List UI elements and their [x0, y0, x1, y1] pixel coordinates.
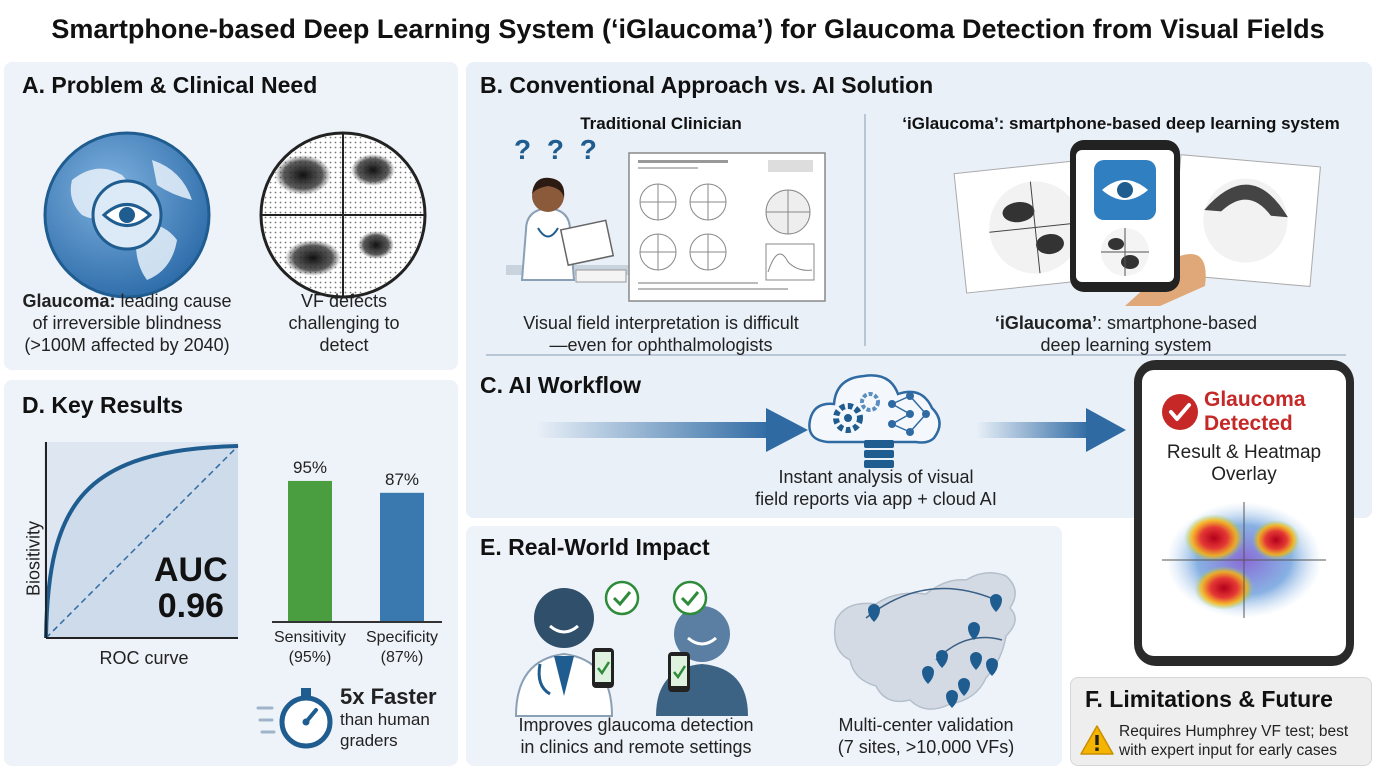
cloud-ai-icon	[808, 374, 941, 468]
bar-category-label: Specificity	[366, 629, 438, 646]
visual-field-defect-plot	[259, 131, 427, 299]
result-phone: Glaucoma Detected Result & Heatmap Overl…	[1134, 360, 1354, 666]
bar-sensitivity	[288, 480, 332, 622]
iglaucoma-title: ‘iGlaucoma’: smartphone-based deep learn…	[902, 114, 1340, 133]
page-title: Smartphone-based Deep Learning System (‘…	[51, 14, 1325, 44]
traditional-caption: Visual field interpretation is difficult…	[523, 313, 799, 355]
roc-y-axis-label: Biositivity	[23, 521, 44, 597]
heatmap-overlay	[1162, 502, 1326, 618]
doctor-patient-illustration	[514, 580, 748, 717]
clinician-illustration	[506, 177, 631, 283]
question-marks: ? ? ?	[514, 134, 601, 165]
panel-d-heading: D. Key Results	[22, 392, 184, 418]
bar-value-label: 95%	[293, 458, 327, 477]
panel-problem: A. Problem & Clinical Need	[4, 62, 458, 370]
stopwatch-icon	[256, 688, 333, 749]
bar-specificity	[380, 492, 424, 622]
panel-b-heading: B. Conventional Approach vs. AI Solution	[480, 72, 934, 98]
iglaucoma-caption: ‘iGlaucoma’: smartphone-based deep learn…	[994, 313, 1258, 355]
panel-a-heading: A. Problem & Clinical Need	[22, 72, 318, 98]
vertical-divider	[864, 114, 866, 346]
glaucoma-fact: Glaucoma: leading cause of irreversible …	[22, 291, 232, 355]
panel-c-heading: C. AI Workflow	[480, 372, 641, 398]
horizontal-divider	[486, 354, 1346, 356]
sensitivity-specificity-bar-chart: 95% Sensitivity (95%) 87% Specificity (87%)	[272, 458, 442, 666]
roc-curve-chart	[44, 442, 239, 639]
result-phone-screen: Glaucoma Detected Result & Heatmap Overl…	[1142, 370, 1346, 656]
impact-right-caption: Multi-center validation (7 sites, >10,00…	[837, 715, 1015, 757]
vf-defects-text: VF defects challenging to detect	[288, 291, 400, 355]
workflow-arrow-left	[536, 408, 808, 452]
bar-value-label: 87%	[385, 470, 419, 489]
warning-icon	[1080, 725, 1114, 755]
panel-real-world-impact: E. Real-World Impact Improves glaucoma d…	[466, 526, 1062, 766]
bar-category-label: Sensitivity	[274, 629, 346, 646]
vf-report-document	[628, 152, 826, 302]
roc-x-axis-label: ROC curve	[99, 648, 189, 668]
panel-conventional-vs-ai: B. Conventional Approach vs. AI Solution…	[466, 62, 1372, 518]
limitations-text: Requires Humphrey VF test; best with exp…	[1119, 723, 1349, 759]
panel-e-heading: E. Real-World Impact	[480, 534, 710, 560]
globe-eye-icon	[43, 131, 211, 299]
china-map-sites	[833, 572, 1016, 710]
bar-category-sublabel: (95%)	[289, 649, 332, 666]
panel-f-heading: F. Limitations & Future	[1085, 686, 1333, 712]
faster-than-graders: 5x Faster than human graders	[340, 684, 437, 751]
workflow-caption: Instant analysis of visual field reports…	[755, 467, 997, 509]
glaucoma-detected-label: Glaucoma Detected	[1204, 388, 1306, 435]
bar-category-sublabel: (87%)	[381, 649, 424, 666]
traditional-clinician-title: Traditional Clinician	[580, 114, 742, 133]
panel-limitations: F. Limitations & Future Requires Humphre…	[1070, 677, 1372, 766]
check-circle-icon	[1162, 394, 1198, 430]
iglaucoma-smartphone-illustration	[953, 140, 1321, 306]
impact-left-caption: Improves glaucoma detection in clinics a…	[518, 715, 754, 757]
workflow-arrow-right	[976, 408, 1126, 452]
heatmap-overlay-label: Result & Heatmap Overlay	[1166, 442, 1322, 485]
